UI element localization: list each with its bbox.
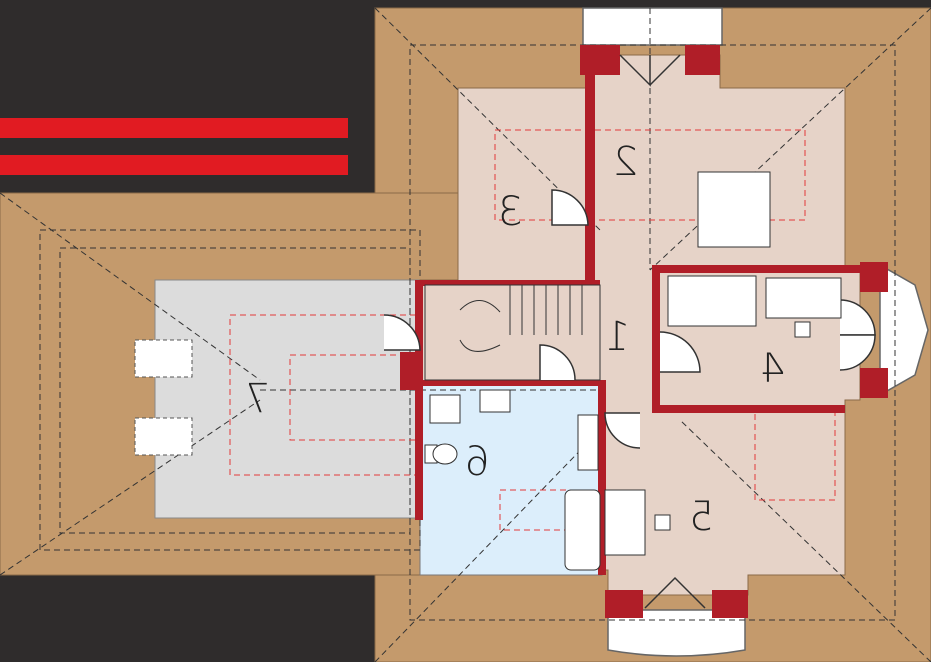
bay-window-bottom [607, 609, 746, 657]
room-number-1: 1 [605, 314, 630, 360]
room-number-6: 6 [465, 439, 490, 485]
staircase-icon [424, 284, 601, 381]
window-icon [619, 54, 706, 609]
accent-stripe-bottom [0, 155, 348, 175]
door-swing-icon [383, 189, 876, 449]
walls [400, 45, 888, 618]
room-number-7: 7 [245, 376, 270, 422]
room-number-5: 5 [689, 494, 714, 540]
accent-stripe-top [0, 118, 348, 138]
desk-icon [604, 321, 811, 556]
room-number-3: 3 [498, 189, 523, 235]
chimney-icon [134, 339, 193, 456]
bed-icon [667, 171, 842, 327]
bathtub-icon [564, 489, 601, 571]
garage-floor [154, 279, 421, 519]
room-number-2: 2 [613, 139, 638, 185]
sink-icon [429, 389, 599, 471]
toilet-icon [424, 443, 458, 465]
room-number-4: 4 [760, 346, 785, 392]
bay-window-top [582, 7, 723, 46]
room-numbers: 1 2 3 4 5 6 7 [245, 139, 785, 540]
